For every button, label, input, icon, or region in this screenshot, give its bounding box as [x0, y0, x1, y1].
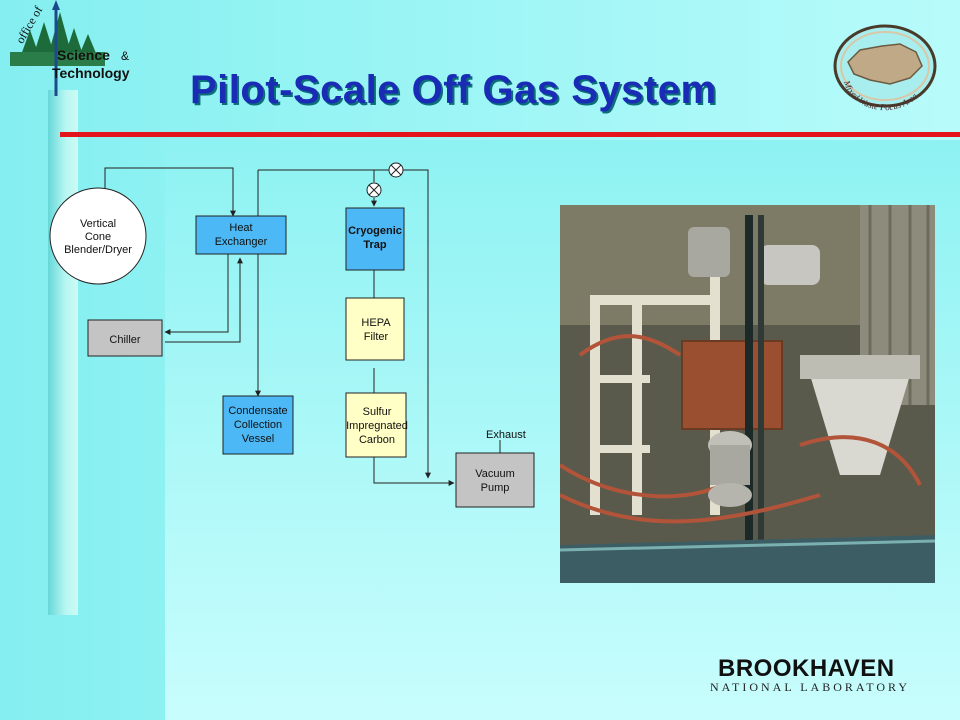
- bnl-main-text: BROOKHAVEN: [718, 655, 895, 682]
- svg-text:Chiller: Chiller: [109, 334, 141, 346]
- svg-text:Cone: Cone: [85, 231, 111, 243]
- svg-text:Vacuum: Vacuum: [475, 468, 515, 480]
- svg-text:Trap: Trap: [363, 239, 387, 251]
- svg-text:Exchanger: Exchanger: [215, 236, 268, 248]
- exhaust-label: Exhaust: [486, 429, 526, 441]
- node-sulfur-carbon: Sulfur Impregnated Carbon: [345, 392, 408, 458]
- svg-text:Impregnated: Impregnated: [346, 420, 408, 432]
- svg-text:Pump: Pump: [481, 482, 510, 494]
- svg-text:Cryogenic: Cryogenic: [348, 225, 402, 237]
- svg-text:Sulfur: Sulfur: [363, 406, 392, 418]
- ost-technology: Technology: [52, 65, 130, 81]
- svg-text:Vertical: Vertical: [80, 218, 116, 230]
- page-title: Pilot-Scale Off Gas System: [190, 68, 717, 112]
- equipment-photo: [560, 205, 935, 583]
- node-vacuum-pump: Vacuum Pump: [455, 452, 535, 508]
- svg-text:Blender/Dryer: Blender/Dryer: [64, 244, 132, 256]
- svg-text:Collection: Collection: [234, 419, 282, 431]
- svg-text:Filter: Filter: [364, 331, 389, 343]
- valve-icon: [388, 162, 404, 178]
- node-cryogenic-trap: Cryogenic Trap: [345, 207, 405, 271]
- ost-science: Science: [57, 47, 110, 63]
- off-gas-flow-diagram: Vertical Cone Blender/Dryer Chiller Heat…: [40, 150, 560, 520]
- valve-icon: [366, 182, 382, 198]
- bnl-sub-text: NATIONAL LABORATORY: [710, 680, 911, 694]
- svg-text:HEPA: HEPA: [361, 317, 391, 329]
- map-shape-icon: [847, 43, 923, 85]
- left-accent-bar: [48, 90, 78, 615]
- office-of-science-technology-logo: office of Science & Technology: [0, 0, 160, 100]
- brookhaven-logo: BROOKHAVEN NATIONAL LABORATORY: [710, 655, 930, 700]
- svg-text:Heat: Heat: [229, 222, 252, 234]
- svg-text:Vessel: Vessel: [242, 433, 274, 445]
- title-divider: [60, 132, 960, 137]
- ost-amp: &: [121, 49, 129, 63]
- tree-icon: [10, 12, 105, 66]
- svg-text:Condensate: Condensate: [228, 405, 287, 417]
- node-heat-exchanger: Heat Exchanger: [195, 215, 287, 255]
- mixed-waste-focus-area-logo: Mixed Waste Focus Area: [830, 22, 940, 112]
- svg-text:Carbon: Carbon: [359, 434, 395, 446]
- node-blender-dryer: Vertical Cone Blender/Dryer: [49, 187, 147, 285]
- node-hepa-filter: HEPA Filter: [345, 297, 405, 361]
- node-condensate-vessel: Condensate Collection Vessel: [222, 395, 294, 455]
- node-chiller: Chiller: [87, 319, 163, 357]
